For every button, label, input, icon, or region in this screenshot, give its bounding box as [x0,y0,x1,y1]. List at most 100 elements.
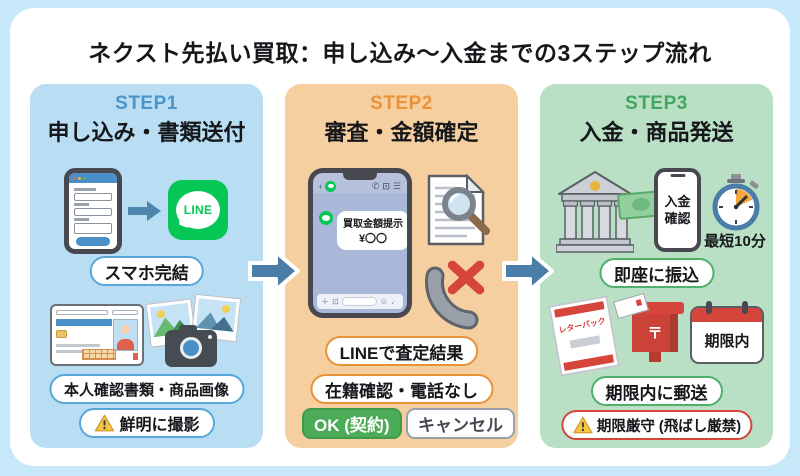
card-detail [112,310,138,315]
message-field [341,297,377,306]
ok-contract-button: OK (契約) [302,408,402,439]
phone-handset-icon [425,266,479,330]
form-field [74,193,112,201]
time-note: 最短10分 [704,233,766,250]
step3-heading: 入金・商品発送 [579,120,734,145]
back-icon: ‹ [319,181,322,191]
application-form-phone-icon [64,168,122,254]
letterpack-label: レターパック [557,316,607,336]
badge-text: 鮮明に撮影 [119,417,200,434]
camera-icon [165,325,217,367]
line-result-badge: LINEで査定結果 [324,336,479,366]
postbox-body [632,314,678,352]
card-detail [133,353,138,360]
form-submit-button [76,237,110,246]
chat-header-actions: ✆ ⊡ ☰ [372,181,401,192]
chat-input-bar: ＋ ⊡ ☺ ♩ [317,294,403,309]
letterpack-band [563,354,615,371]
browser-bar [69,173,117,183]
line-app-icon: LINE [168,180,228,240]
chat-bubble: 買取金額提示 ¥〇〇 [337,211,407,250]
id-portrait [113,319,138,351]
form-field [74,208,112,216]
step3-panel: STEP3 入金・商品発送 入金 確認 [540,84,773,448]
mountain-photo [195,298,237,332]
postbox-icon: 〒 [613,292,684,362]
badge-text: 期限内に郵送 [605,383,708,403]
payment-confirm-phone-icon: 入金 確認 [654,168,701,252]
bubble-text: 買取金額提示 [343,219,403,230]
card-detail [56,350,92,353]
no-call-x-icon [443,254,489,300]
form-label [74,203,89,206]
form-label [74,218,89,221]
phone-notch [343,173,377,180]
chat-header: ‹ ✆ ⊡ ☰ [313,173,407,193]
emoji-icon: ☺ [379,297,388,306]
button-text: キャンセル [418,416,503,435]
flow-arrow-step1-to-step2-icon [248,250,300,292]
step2-heading: 審査・金額確定 [324,120,479,145]
smartphone-complete-badge: スマホ完結 [89,256,204,286]
step2-label: STEP2 [370,93,433,114]
no-call-badge: 在籍確認・電話なし [310,374,493,404]
step1-heading: 申し込み・書類送付 [47,120,246,145]
form-label [74,188,96,191]
letterpack-band [553,301,605,318]
stopwatch-icon [712,174,760,231]
strict-deadline-warning-badge: 期限厳守 (飛ばし厳禁) [560,410,753,440]
photo-icon [190,293,242,343]
card-detail [56,344,100,347]
form-field [74,223,112,234]
line-avatar-icon [325,180,336,192]
letterpack-address [569,335,601,349]
browser-dot [73,176,76,180]
browser-dot [83,176,86,180]
mic-icon: ♩ [391,297,399,306]
step1-panel: STEP1 申し込み・書類送付 LINE [30,84,263,448]
line-avatar-icon [319,211,333,225]
bubble-amount: ¥〇〇 [358,233,388,245]
post-mark: 〒 [647,325,663,342]
badge-text: LINEで査定結果 [339,343,464,363]
warning-icon [94,414,114,432]
application-form [69,183,117,246]
postbox-leg [649,352,661,362]
main-card: ネクスト先払い買取：申し込み〜入金までの3ステップ流れ STEP1 申し込み・書… [10,8,790,466]
badge-text: スマホ完結 [104,263,189,283]
badge-text: 即座に振込 [614,265,699,285]
portrait-head [121,325,130,334]
page-title: ネクスト先払い買取：申し込み〜入金までの3ステップ流れ [88,40,712,66]
chat-message: 買取金額提示 ¥〇〇 [319,211,407,250]
calendar-ring [742,301,748,314]
badge-text: 本人確認書類・商品画像 [63,381,230,399]
chat-screen: ‹ ✆ ⊡ ☰ 買取金額提示 ¥〇〇 ＋ [313,173,407,313]
product-photos-icon [145,293,254,374]
calendar-ring [706,301,712,314]
line-chat-phone-icon: ‹ ✆ ⊡ ☰ 買取金額提示 ¥〇〇 ＋ [308,168,412,318]
documents-badge: 本人確認書類・商品画像 [48,374,245,404]
cancel-button: キャンセル [406,408,515,439]
clear-photo-warning-badge: 鮮明に撮影 [78,408,215,438]
window-icon: ⊡ [382,180,390,191]
card-table [82,349,116,360]
mail-deadline-badge: 期限内に郵送 [590,376,723,406]
calendar-icon: 期限内 [690,301,764,364]
button-text: OK (契約) [314,416,390,435]
camera-lens [180,337,202,359]
card-chip [56,330,67,338]
badge-text: 期限厳守 (飛ばし厳禁) [596,418,742,435]
step2-panel: STEP2 審査・金額確定 ‹ ✆ ⊡ ☰ 買取金額提示 [285,84,518,448]
step3-label: STEP3 [625,93,688,114]
magnifier-icon [442,187,490,235]
letterpack-icon: レターパック [548,295,620,377]
call-icon: ✆ [371,180,380,191]
badge-text: 在籍確認・電話なし [325,381,478,401]
portrait-body [117,339,134,350]
warning-icon [572,416,593,434]
arrow-right-icon [128,201,161,221]
instant-transfer-badge: 即座に振込 [599,258,714,288]
line-logo-text: LINE [183,203,213,217]
menu-icon: ☰ [392,180,401,191]
